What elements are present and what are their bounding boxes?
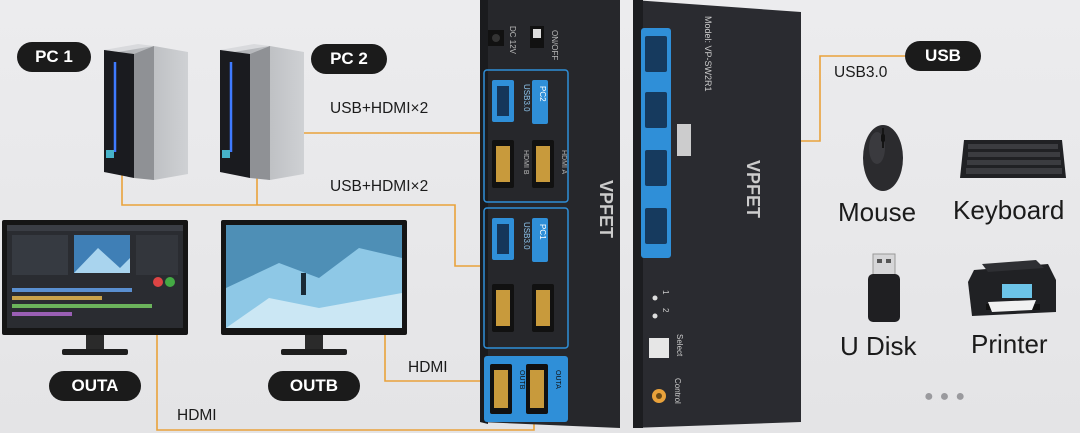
outb-label: OUTB xyxy=(268,371,360,401)
kvm-led1-label: 1 xyxy=(661,290,670,295)
kvm-outb-tag: OUTB xyxy=(518,370,525,390)
mouse-label: Mouse xyxy=(838,197,917,227)
kvm-control-label: Control xyxy=(673,378,682,404)
kvm-outa-tag: OUTA xyxy=(554,370,561,389)
pc2-tower-icon xyxy=(220,44,304,180)
kvm-pc2-hdmi-a: HDMI A xyxy=(560,150,567,174)
outb-hdmi-label: HDMI xyxy=(408,359,448,376)
pc2-connection-label: USB+HDMI×2 xyxy=(330,100,429,117)
keyboard-icon xyxy=(960,140,1066,178)
kvm-pc1-usb-label: USB3.0 xyxy=(522,222,531,250)
pc1-tower-icon xyxy=(104,44,188,180)
kvm-front-brand: VPFET xyxy=(596,180,616,238)
kvm-pc2-usb-label: USB3.0 xyxy=(522,84,531,112)
kvm-pc2-tag: PC2 xyxy=(538,86,547,102)
udisk-label: U Disk xyxy=(840,331,917,361)
pc1-connection-label: USB+HDMI×2 xyxy=(330,178,429,195)
kvm-back-brand: VPFET xyxy=(743,160,763,218)
udisk-icon xyxy=(868,253,900,322)
kvm-pc2-hdmi-b: HDMI B xyxy=(522,150,529,175)
printer-label: Printer xyxy=(971,329,1048,359)
kvm-power-label: ON/OFF xyxy=(550,30,559,60)
outa-hdmi-label: HDMI xyxy=(177,407,217,424)
kvm-select-label: Select xyxy=(675,334,684,357)
kvm-led2-label: 2 xyxy=(661,308,670,313)
kvm-pc1-tag: PC1 xyxy=(538,224,547,240)
more-devices-indicator: ●●● xyxy=(924,388,971,405)
mouse-icon xyxy=(863,125,903,191)
monitor-b-icon xyxy=(221,220,407,355)
keyboard-label: Keyboard xyxy=(953,195,1065,225)
kvm-model-label: Model: VP-SW2R1 xyxy=(703,16,713,92)
kvm-dc-label: DC 12V xyxy=(508,26,517,55)
pc1-connection-line xyxy=(121,175,498,267)
usb-standard-label: USB3.0 xyxy=(834,64,888,81)
pc2-label: PC 2 xyxy=(311,44,387,74)
usb-label: USB xyxy=(905,41,981,71)
monitor-a-icon xyxy=(2,220,188,355)
kvm-back-panel: Model: VP-SW2R1 VPFET 1 2 Select Control xyxy=(633,0,801,428)
kvm-front-panel: VPFET ON/OFF DC 12V USB3.0 PC2 HDMI B HD… xyxy=(480,0,620,428)
outa-label: OUTA xyxy=(49,371,141,401)
pc1-label: PC 1 xyxy=(17,42,91,72)
printer-icon xyxy=(968,260,1056,316)
